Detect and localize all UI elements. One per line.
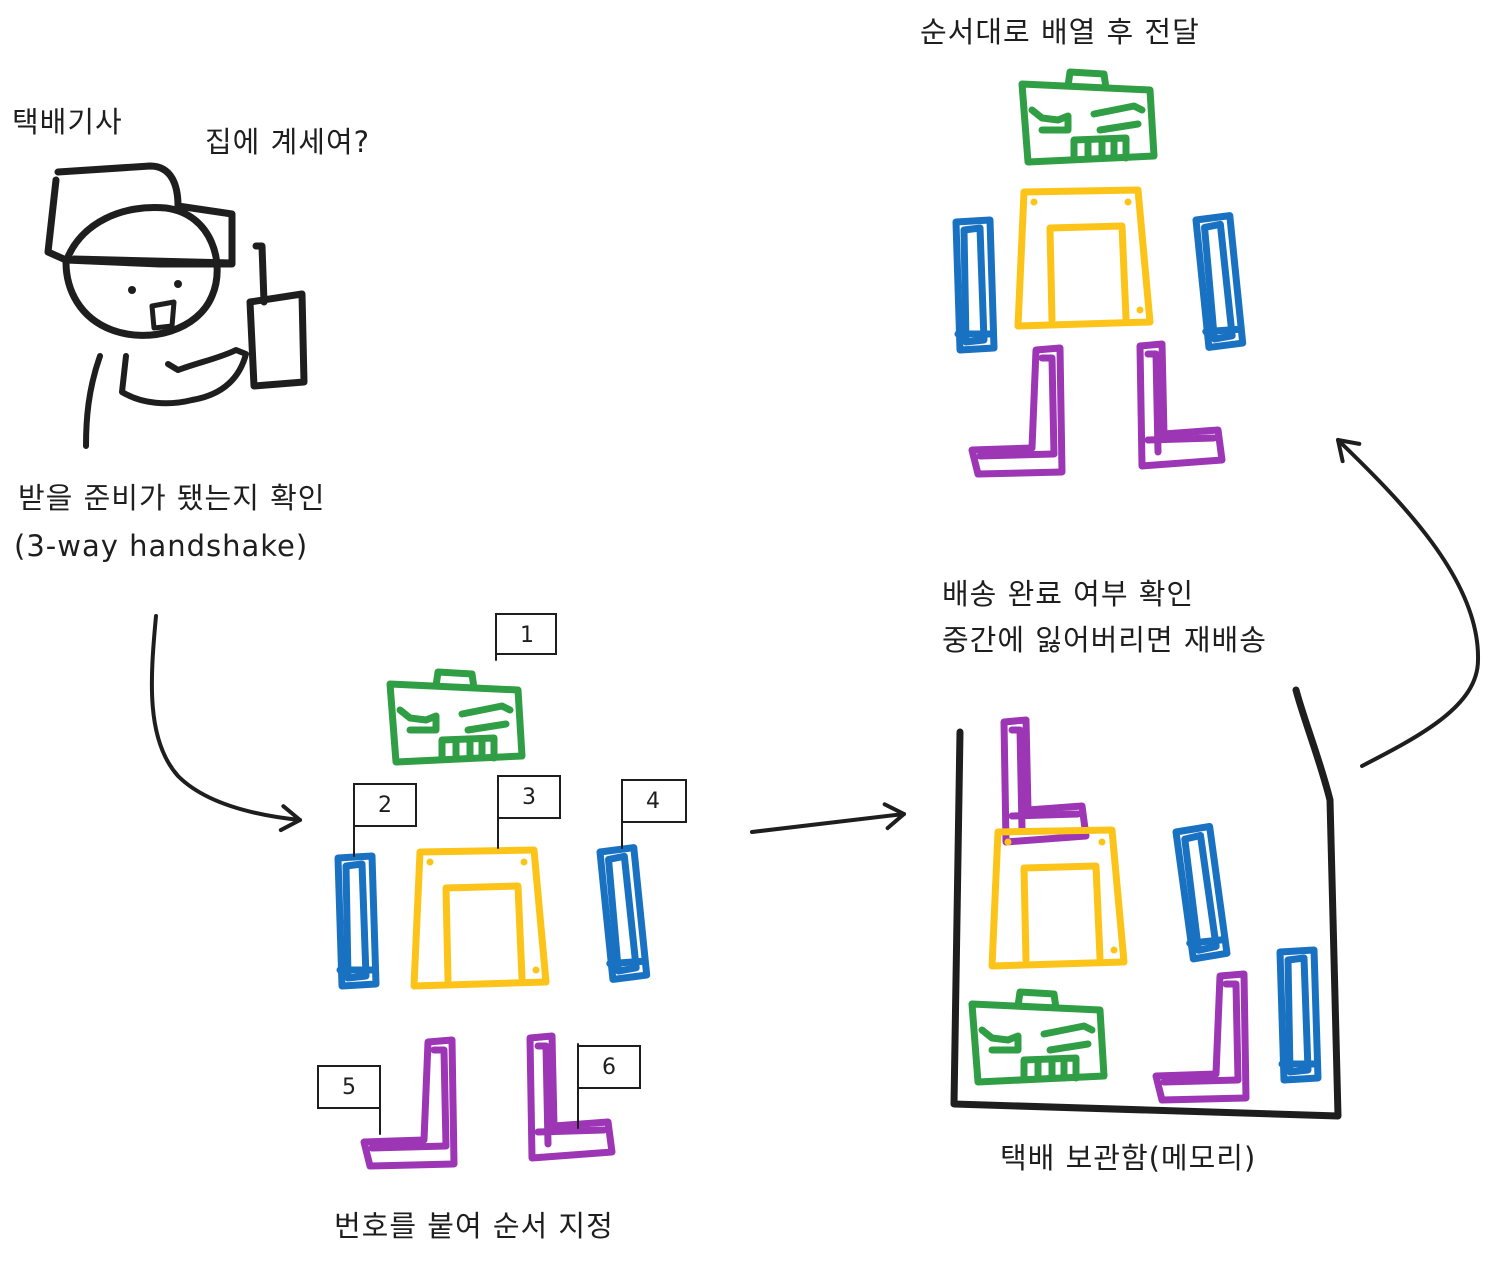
head-piece [390,672,522,762]
reassemble-label: 순서대로 배열 후 전달 [920,15,1200,49]
assembled-body [1018,190,1150,326]
question-label: 집에 계세여? [205,125,370,159]
flag-4: 4 [621,779,687,823]
arrow-to-storage [750,800,908,834]
left-arm-piece [338,856,376,986]
body-piece [414,850,546,986]
flag-3-number: 3 [522,785,536,810]
numbered-pieces: 1 2 3 4 5 6 [317,613,687,1166]
flag-3: 3 [497,775,561,819]
right-arm-piece [600,847,647,979]
flag-5-number: 5 [342,1075,356,1100]
flag-4-number: 4 [646,789,660,814]
handshake-label: 받을 준비가 됐는지 확인 [18,481,325,515]
stored-arm-top [1176,826,1227,959]
flag-5: 5 [317,1065,381,1109]
stored-leg-top [1004,720,1086,842]
stored-leg-bottom [1156,974,1246,1100]
flag-2-number: 2 [378,793,392,818]
assembled-left-leg [972,348,1062,474]
arrow-to-assembled [1327,429,1481,768]
stored-body [992,830,1124,966]
flag-2: 2 [353,783,417,827]
stored-arm-bottom [1280,950,1318,1080]
flag-6: 6 [577,1045,641,1089]
courier-figure [44,162,308,449]
assembled-robot [956,72,1243,474]
flag-1: 1 [495,613,557,655]
courier-label: 택배기사 [12,105,123,139]
handshake-subtitle: (3-way handshake) [14,529,308,563]
flag-1-number: 1 [520,623,534,648]
arrow-to-numbering [149,614,304,834]
assembled-head [1022,72,1154,162]
assembled-left-arm [956,220,994,350]
stored-head [972,992,1104,1082]
ack-label: 배송 완료 여부 확인 [942,577,1194,611]
assembled-right-arm [1196,215,1243,347]
flag-6-number: 6 [602,1055,616,1080]
storage-box [950,686,1342,1120]
retransmit-label: 중간에 잃어버리면 재배송 [942,623,1267,657]
storage-label: 택배 보관함(메모리) [1000,1141,1256,1175]
numbering-label: 번호를 붙여 순서 지정 [334,1209,614,1243]
assembled-right-leg [1140,344,1222,466]
